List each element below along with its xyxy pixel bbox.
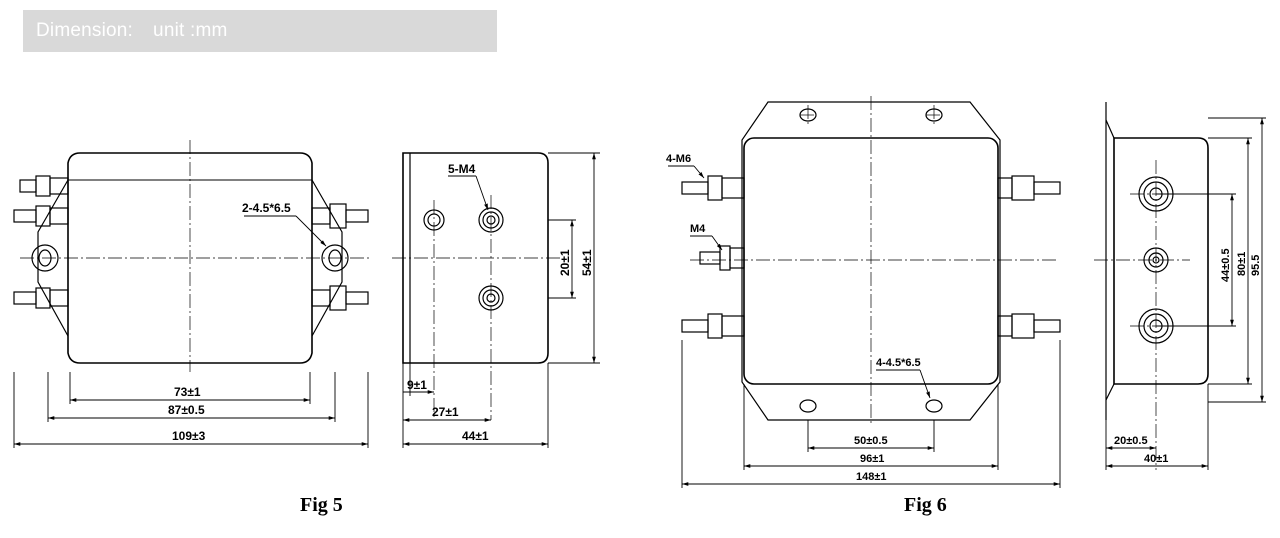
- fig6-callout-m4: M4: [690, 223, 706, 235]
- fig6-vdim-80: 80±1: [1236, 252, 1248, 276]
- fig5-left-studs: [13, 175, 69, 309]
- fig6-vdim-44: 44±0.5: [1220, 248, 1232, 282]
- fig6-vdim-95: 95.5: [1250, 255, 1262, 276]
- fig6-dim-50: 50±0.5: [854, 435, 888, 447]
- fig6-dim-40: 40±1: [1144, 453, 1168, 465]
- fig5-dim-109: 109±3: [172, 429, 206, 443]
- fig6-right-studs: [997, 175, 1061, 339]
- fig6-front-view: 4-M6 M4 4-4.5*6.5 50±0.5 96±1 148±1: [666, 96, 1061, 488]
- fig5-vdim-54: 54±1: [580, 249, 594, 276]
- dimension-banner: Dimension: unit :mm: [23, 10, 497, 52]
- fig5-callout-mounting-hole: 2-4.5*6.5: [242, 201, 291, 215]
- fig5-vdim-20: 20±1: [558, 249, 572, 276]
- fig6-dim-20: 20±0.5: [1114, 435, 1148, 447]
- fig6-left-studs: [681, 175, 745, 339]
- banner-label: Dimension:: [36, 20, 134, 41]
- fig6-side-view: 44±0.5 80±1 95.5 20±0.5 40±1: [1094, 102, 1266, 470]
- fig6-callout-mounting-hole: 4-4.5*6.5: [876, 357, 921, 369]
- fig5-dim-9: 9±1: [407, 378, 427, 392]
- fig5-dim-44: 44±1: [462, 429, 489, 443]
- banner-unit: unit :mm: [153, 20, 228, 41]
- fig5-side-view: 5-M4 20±1 54±1 9±1 27±1 44±1: [392, 152, 600, 448]
- fig5-dim-27: 27±1: [432, 405, 459, 419]
- fig5-dim-73: 73±1: [174, 385, 201, 399]
- fig6-dim-148: 148±1: [856, 471, 887, 483]
- fig5-caption: Fig 5: [300, 494, 343, 516]
- fig6-dim-96: 96±1: [860, 453, 884, 465]
- fig6-caption: Fig 6: [904, 494, 947, 516]
- fig5-callout-terminal: 5-M4: [448, 162, 476, 176]
- fig6-callout-m6: 4-M6: [666, 153, 691, 165]
- banner-text: Dimension: unit :mm: [36, 20, 228, 42]
- fig5-front-view: 73±1 87±0.5 109±3 2-4.5*6.5: [13, 140, 372, 448]
- fig5-dim-87: 87±0.5: [168, 403, 205, 417]
- fig5-right-studs: [311, 203, 369, 311]
